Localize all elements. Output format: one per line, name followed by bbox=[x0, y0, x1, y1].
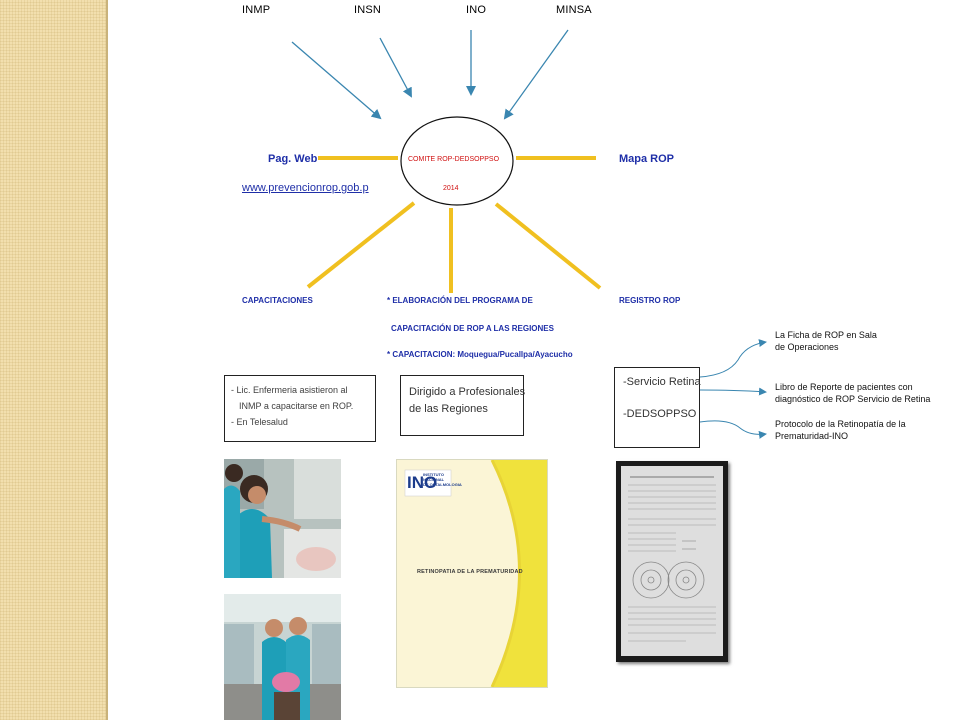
mapa-rop-label: Mapa ROP bbox=[619, 153, 675, 165]
source-ino: INO bbox=[466, 4, 487, 16]
rop-form-graphic bbox=[616, 461, 728, 662]
center-title: COMITE ROP-DEDSOPPSO bbox=[408, 156, 500, 163]
photo-nurses-baby bbox=[224, 594, 341, 720]
box-enfermeria: - Lic. Enfermeria asistieron al INMP a c… bbox=[224, 375, 376, 442]
photo-nurses-nicu bbox=[224, 459, 341, 578]
source-minsa: MINSA bbox=[556, 4, 592, 16]
book-institute-line-2: NACIONAL bbox=[423, 477, 445, 482]
note-libro-line-2: diagnóstico de ROP Servicio de Retina bbox=[775, 394, 931, 404]
capacitacion-regions: * CAPACITACION: Moquegua/Pucallpa/Ayacuc… bbox=[387, 350, 573, 359]
box-mid-line-1: Dirigido a Profesionales bbox=[409, 386, 526, 398]
box-left-line-2: INMP a capacitarse en ROP. bbox=[239, 401, 354, 411]
box-left-line-3: - En Telesalud bbox=[231, 417, 288, 427]
note-libro-line-1: Libro de Reporte de pacientes con bbox=[775, 382, 913, 392]
curve-arrow-note-3 bbox=[699, 420, 767, 439]
note-ficha-line-1: La Ficha de ROP en Sala bbox=[775, 330, 877, 340]
center-year: 2014 bbox=[443, 185, 459, 192]
website-link[interactable]: www.prevencionrop.gob.p bbox=[242, 182, 369, 194]
spoke-bottom-left bbox=[306, 201, 416, 289]
elaboracion-line-1: * ELABORACIÓN DEL PROGRAMA DE bbox=[387, 296, 533, 305]
curve-arrow-note-2 bbox=[699, 387, 767, 396]
registro-rop-label: REGISTRO ROP bbox=[619, 296, 681, 305]
note-protocolo-line-2: Prematuridad-INO bbox=[775, 431, 849, 441]
capacitaciones-label: CAPACITACIONES bbox=[242, 296, 313, 305]
source-inmp: INMP bbox=[242, 4, 271, 16]
note-libro: Libro de Reporte de pacientes con diagnó… bbox=[775, 381, 930, 405]
box-servicio-retina: -Servicio Retina -DEDSOPPSO bbox=[614, 367, 701, 448]
pag-web-label: Pag. Web bbox=[268, 153, 318, 165]
rop-form-photo bbox=[616, 461, 728, 662]
protocol-book-cover: INO INSTITUTO NACIONAL DE OFTALMOLOGIA R… bbox=[396, 459, 548, 688]
box-profesionales: Dirigido a Profesionales de las Regiones bbox=[400, 375, 526, 436]
arrow-insn bbox=[379, 37, 412, 98]
spoke-bottom-right bbox=[494, 202, 602, 290]
note-ficha: La Ficha de ROP en Sala de Operaciones bbox=[775, 329, 877, 353]
center-ellipse bbox=[400, 116, 514, 206]
note-protocolo-line-1: Protocolo de la Retinopatía de la bbox=[775, 419, 906, 429]
box-right-line-2: -DEDSOPPSO bbox=[623, 408, 697, 420]
arrow-inmp bbox=[291, 41, 382, 120]
elaboracion-line-2: CAPACITACIÓN DE ROP A LAS REGIONES bbox=[391, 324, 554, 333]
box-mid-line-2: de las Regiones bbox=[409, 403, 488, 415]
photo-nurses-nicu-graphic bbox=[224, 459, 341, 578]
book-institute: INSTITUTO NACIONAL DE OFTALMOLOGIA bbox=[423, 472, 462, 487]
box-left-line-1: - Lic. Enfermeria asistieron al bbox=[231, 385, 348, 395]
book-institute-line-3: DE OFTALMOLOGIA bbox=[423, 482, 462, 487]
source-insn: INSN bbox=[354, 4, 382, 16]
box-right-line-1: -Servicio Retina bbox=[623, 376, 701, 388]
book-logo: INO bbox=[407, 473, 438, 492]
book-institute-line-1: INSTITUTO bbox=[423, 472, 445, 477]
book-title: RETINOPATIA DE LA PREMATURIDAD bbox=[417, 569, 523, 575]
curve-arrow-note-1 bbox=[699, 339, 767, 378]
note-ficha-line-2: de Operaciones bbox=[775, 342, 839, 352]
arrow-minsa bbox=[503, 29, 569, 120]
side-strip-edge bbox=[106, 0, 108, 720]
photo-nurses-baby-graphic bbox=[224, 594, 341, 720]
book-cover-background bbox=[397, 460, 547, 687]
decorative-side-strip bbox=[0, 0, 106, 720]
note-protocolo: Protocolo de la Retinopatía de la Premat… bbox=[775, 418, 906, 442]
